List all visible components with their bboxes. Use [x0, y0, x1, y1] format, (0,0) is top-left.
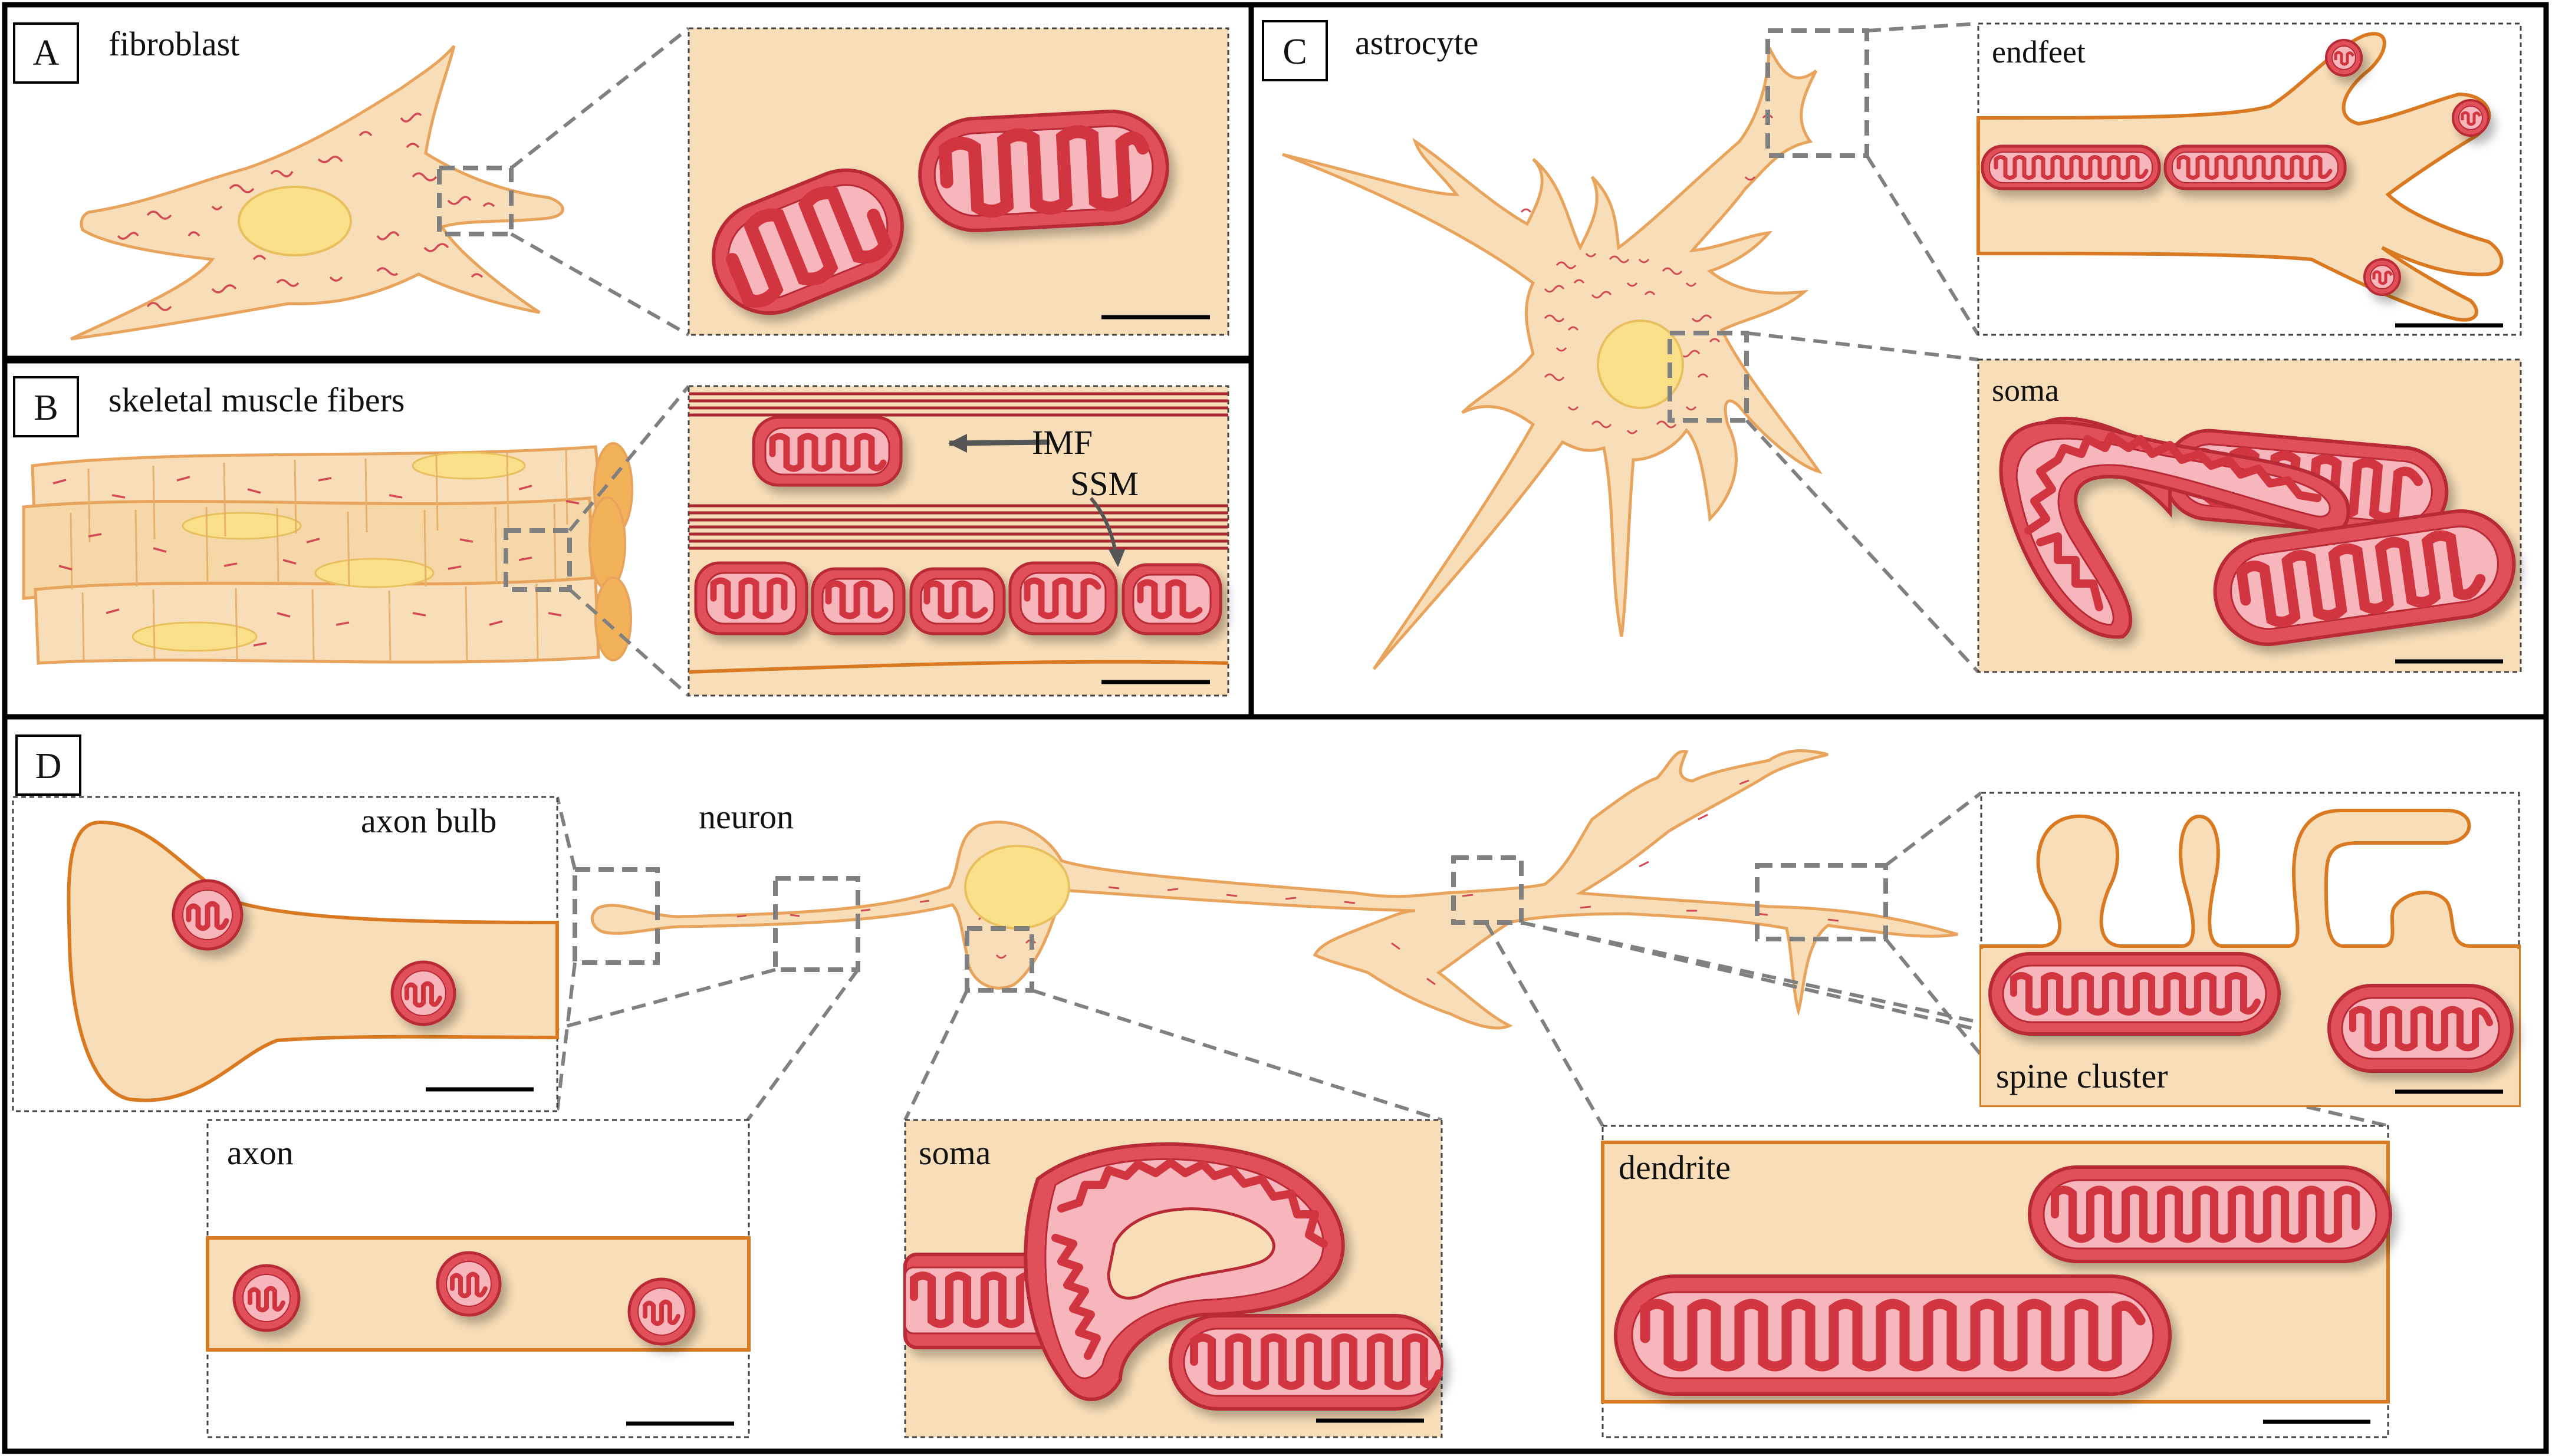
- imf-arrow-head: [948, 434, 967, 453]
- panel-c-title: astrocyte: [1355, 24, 1478, 62]
- ssm-label: SSM: [1070, 465, 1139, 503]
- panel-b: B skeletal muscle fibers: [13, 376, 1229, 697]
- panel-b-zoom-box: [504, 528, 572, 592]
- astrocyte-nucleus: [1597, 319, 1684, 409]
- panel-b-title: skeletal muscle fibers: [108, 381, 405, 419]
- dendrite-label: dendrite: [1619, 1148, 1731, 1187]
- panel-a-zoom-box: [437, 166, 514, 236]
- dendrite-mitochondria: [1614, 1165, 2392, 1396]
- fibroblast-mitochondria: [117, 113, 495, 311]
- panel-a-inset-mitochondria: [712, 109, 1169, 315]
- panel-d-border: [2, 714, 2549, 1454]
- muscle-fibers: [22, 442, 633, 665]
- panel-c-soma-label: soma: [1992, 373, 2059, 408]
- panel-c-endfeet-line-top: [1866, 22, 1979, 32]
- panel-c-soma-line-bottom: [1745, 419, 1980, 674]
- spine-cluster-mitochondria: [1988, 952, 2514, 1073]
- axon-bulb-zoom-box: [573, 867, 660, 965]
- fibroblast-nucleus: [238, 186, 352, 256]
- panel-c-endfeet-line-bottom: [1865, 154, 1980, 336]
- neuron-cell: [590, 749, 1958, 1030]
- panel-c-letter: C: [1282, 32, 1307, 72]
- axon-label: axon: [227, 1134, 294, 1172]
- panel-a-zoom-line-top: [510, 27, 690, 170]
- neuron-nucleus: [964, 845, 1070, 930]
- panel-b-letter: B: [34, 388, 58, 428]
- panel-a-letter-box: [13, 22, 79, 84]
- panel-d: D neuron: [12, 734, 2521, 1438]
- neuron-soma-label: soma: [919, 1134, 991, 1172]
- ssm-arrow-head: [1109, 549, 1125, 567]
- axon-bulb-label: axon bulb: [361, 802, 496, 840]
- panel-d-letter: D: [35, 746, 62, 786]
- endfeet-mitochondria: [1981, 39, 2489, 296]
- endfeet-label: endfeet: [1992, 34, 2086, 70]
- sarcolemma: [688, 660, 1229, 674]
- panel-c-soma-zoom-box: [1668, 331, 1749, 423]
- panel-c-soma-line-top: [1746, 331, 1979, 361]
- panel-c: C astrocyte: [1262, 20, 2522, 674]
- panel-a-zoom-line-bottom: [510, 232, 690, 337]
- astrocyte-mitochondria: [1520, 114, 1774, 434]
- neuron-mitochondria: [736, 779, 1839, 986]
- panel-b-letter-box: [13, 376, 79, 437]
- panel-b-zoom-line-bottom: [568, 588, 690, 697]
- panel-d-letter-box: [15, 734, 81, 796]
- panel-c-letter-box: [1262, 20, 1328, 81]
- axon-zoom-box: [773, 876, 860, 972]
- panel-d-title: neuron: [699, 798, 794, 836]
- astrocyte-cell: [1282, 46, 1823, 670]
- neuron-soma-zoom-box: [965, 926, 1034, 993]
- myofibril-bands: [689, 392, 1228, 550]
- imf-mitochondrion: [752, 416, 903, 487]
- ssm-mitochondria: [694, 561, 1222, 635]
- panel-a: A fibroblast: [13, 22, 1229, 341]
- imf-label: IMF: [1032, 423, 1093, 462]
- neuron-soma-mitochondria: [903, 1142, 1443, 1411]
- panel-a-letter: A: [33, 33, 60, 73]
- axon-bulb-mitochondria: [172, 879, 456, 1026]
- panel-c-endfeet-zoom-box: [1765, 28, 1869, 158]
- axon-mitochondria: [232, 1251, 696, 1346]
- spine-cluster-label: spine cluster: [1996, 1057, 2168, 1095]
- panel-b-zoom-line-top: [568, 385, 690, 532]
- panel-c-soma-mitochondria: [1999, 416, 2516, 646]
- panel-a-title: fibroblast: [108, 25, 239, 63]
- spine-zoom-box: [1755, 863, 1888, 941]
